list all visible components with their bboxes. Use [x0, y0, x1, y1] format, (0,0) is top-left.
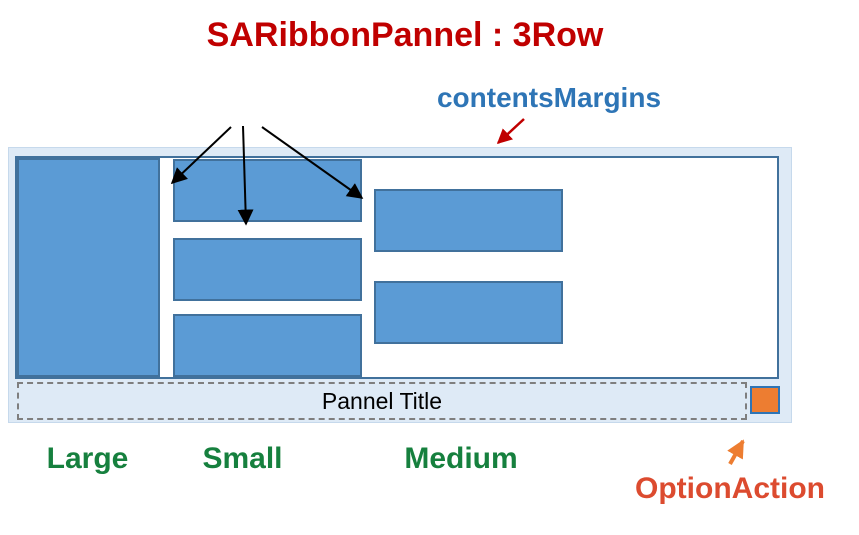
label-medium: Medium: [404, 442, 518, 475]
large-button: [17, 158, 160, 377]
label-small: Small: [202, 442, 283, 475]
page-title: SARibbonPannel : 3Row: [206, 16, 604, 54]
panel-title-text: Pannel Title: [321, 387, 443, 414]
panel-content-area: [15, 156, 779, 379]
option-action-arrow: [727, 439, 745, 465]
label-large: Large: [46, 442, 129, 475]
contents-margins-label: contentsMargins: [436, 82, 662, 113]
small-button: [173, 159, 362, 222]
medium-button: [374, 189, 563, 252]
ribbon-panel: Pannel Title: [8, 147, 792, 423]
panel-title-bar: Pannel Title: [17, 382, 747, 420]
small-button: [173, 238, 362, 301]
small-button: [173, 314, 362, 377]
medium-button: [374, 281, 563, 344]
label-option-action: OptionAction: [635, 472, 825, 505]
contents-margins-arrow: [496, 118, 525, 145]
option-action-button: [750, 386, 780, 414]
